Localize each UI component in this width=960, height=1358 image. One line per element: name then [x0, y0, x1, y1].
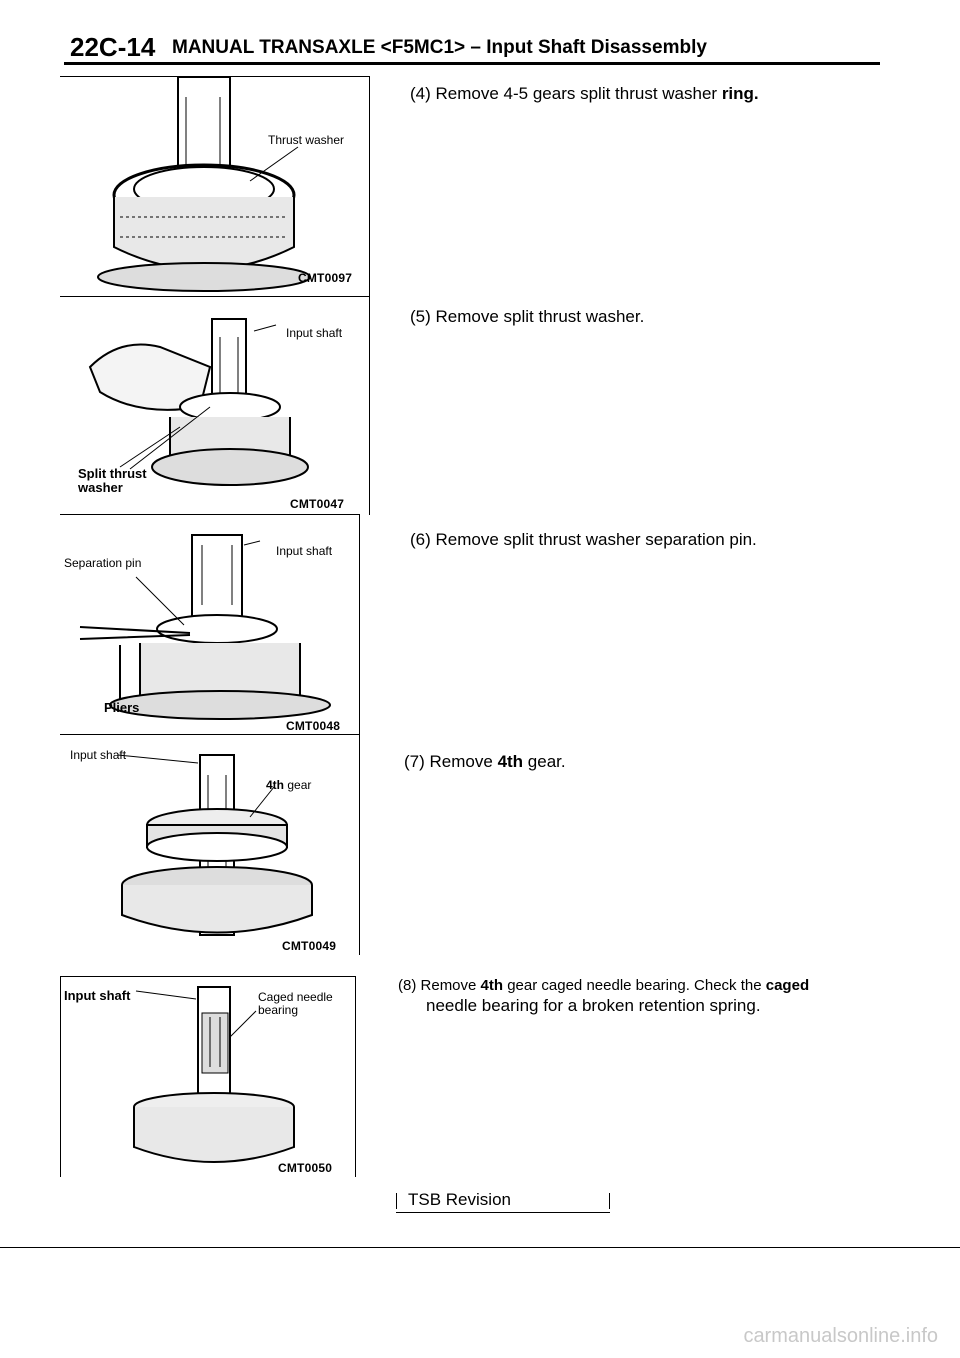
figure-caged-needle-bearing: Input shaft Caged needle bearing CMT0050 [60, 976, 356, 1177]
label-split-thrust-washer: Split thrust washer [78, 466, 147, 495]
figure-code: CMT0048 [286, 719, 341, 733]
gear-suffix: gear [287, 778, 312, 792]
header-rule [64, 62, 880, 65]
figure-illustration [88, 318, 309, 486]
step-text: Remove split thrust washer separation pi… [435, 530, 757, 549]
step-bold-text: ring. [721, 84, 759, 103]
label-4th-gear: 4th gear [266, 779, 311, 792]
figure-split-thrust-washer: Input shaft Split thrust washer CMT0047 [60, 296, 370, 515]
step-bold-text: 4th [497, 752, 524, 771]
label-caged-needle-bearing: Caged needle bearing [258, 990, 333, 1017]
step-7: (7) Remove 4th gear. [404, 752, 566, 772]
figure-illustration [133, 986, 295, 1163]
tsb-revision-box: TSB Revision [396, 1190, 610, 1213]
bottom-rule [0, 1247, 960, 1248]
step-text: Remove split thrust washer. [435, 307, 645, 326]
figure-code: CMT0050 [278, 1161, 333, 1175]
gear-prefix: 4th [266, 778, 284, 792]
step-number: (4) [410, 84, 431, 103]
label-input-shaft: Input shaft [64, 988, 131, 1003]
step-number: (5) [410, 307, 431, 326]
step-text-end: gear caged needle bearing. Check the [507, 977, 762, 994]
label-input-shaft: Input shaft [70, 748, 127, 762]
label-input-shaft: Input shaft [276, 544, 333, 558]
step-text: Remove [420, 977, 477, 994]
figure-code: CMT0047 [290, 497, 345, 511]
step-number: (6) [410, 530, 431, 549]
figure-4th-gear: Input shaft 4th gear CMT0049 [60, 734, 360, 955]
figure-illustration [97, 77, 311, 292]
step-8-line-2: needle bearing for a broken retention sp… [426, 996, 761, 1015]
tsb-revision-label: TSB Revision [408, 1190, 511, 1209]
step-bold-text: 4th [480, 977, 504, 994]
label-thrust-washer: Thrust washer [268, 133, 345, 147]
figure-code: CMT0097 [298, 271, 353, 285]
figure-illustration [117, 754, 313, 936]
label-input-shaft: Input shaft [286, 326, 343, 340]
step-number: (8) [398, 977, 417, 994]
step-bold-text-2: caged [765, 977, 810, 994]
watermark: carmanualsonline.info [743, 1325, 938, 1347]
page-title: MANUAL TRANSAXLE <F5MC1> – Input Shaft D… [172, 37, 707, 58]
page-number: 22C-14 [70, 32, 156, 62]
step-6: (6) Remove split thrust washer separatio… [410, 530, 757, 550]
step-5: (5) Remove split thrust washer. [410, 307, 644, 327]
step-4: (4) Remove 4-5 gears split thrust washer… [410, 84, 759, 104]
step-text: Remove [429, 752, 493, 771]
figure-illustration [79, 534, 331, 720]
step-number: (7) [404, 752, 425, 771]
figure-separation-pin: Separation pin Input shaft Pliers CMT004… [60, 514, 360, 735]
figure-thrust-washer: Thrust washer CMT0097 [60, 76, 370, 297]
label-pliers: Pliers [104, 700, 140, 715]
label-separation-pin: Separation pin [64, 556, 142, 570]
figure-code: CMT0049 [282, 939, 337, 953]
step-text-end: gear. [527, 752, 566, 771]
step-8: (8) Remove 4th gear caged needle bearing… [398, 976, 809, 996]
step-text: Remove 4-5 gears split thrust washer [435, 84, 718, 103]
